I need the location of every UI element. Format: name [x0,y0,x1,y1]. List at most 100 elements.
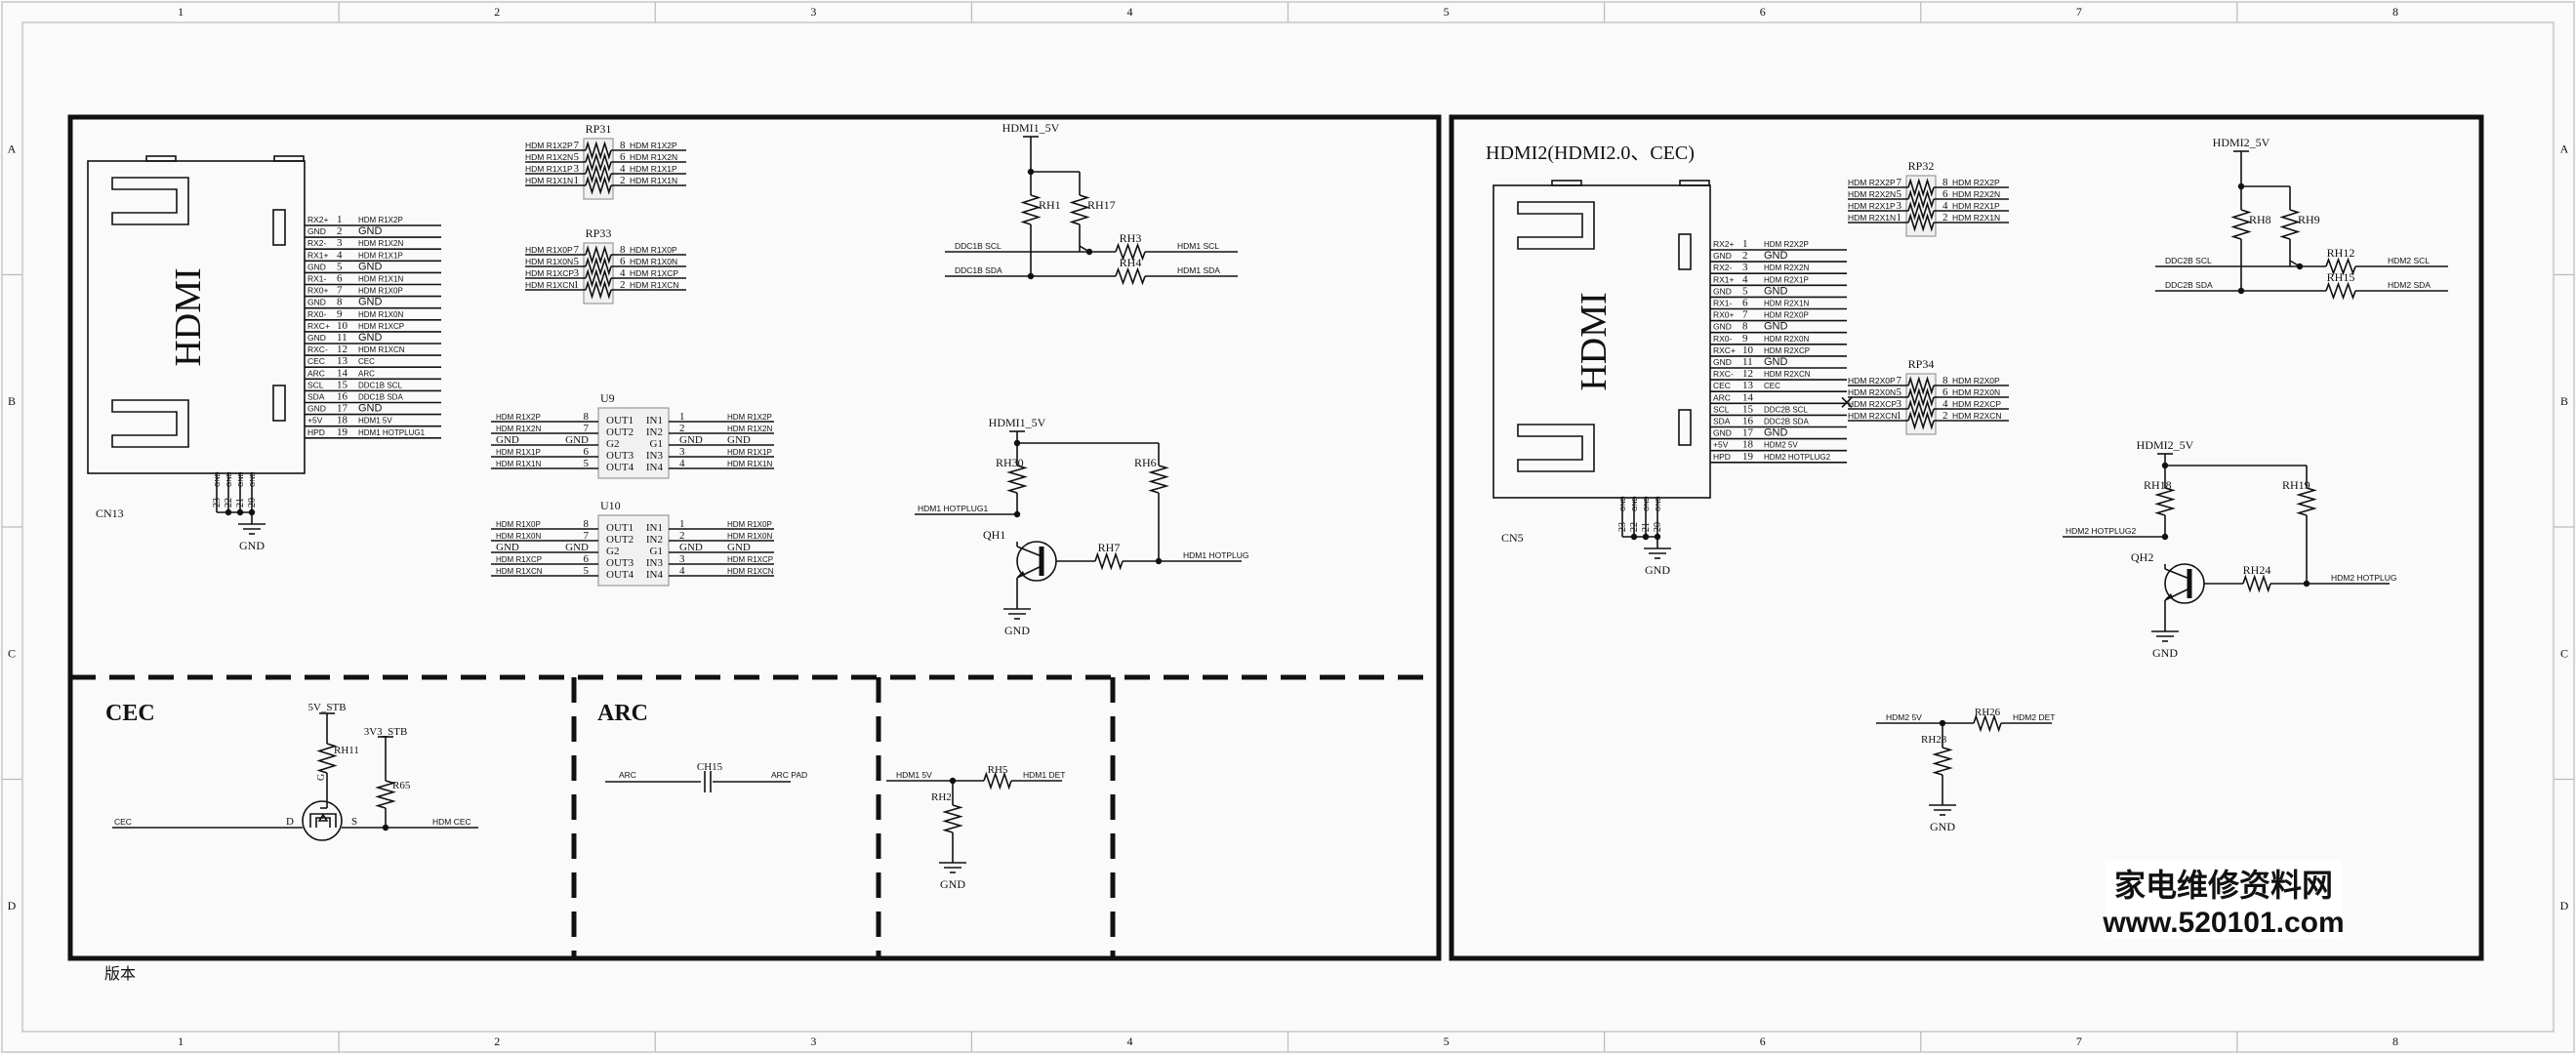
ic-pin: 5 [584,565,590,577]
net-label: HDM R2X2P [1952,178,2000,187]
ref: RH24 [2243,563,2271,577]
pin-number: 5 [337,261,343,272]
net-label: HDM R1XCN [525,280,575,290]
shield-pin-fn: GND [238,471,245,487]
net-label: ARC [1713,392,1731,402]
shield-pin-number: 23 [212,498,223,507]
net-label: HDM R1X2P [630,141,677,150]
pin-net-label: GND [358,261,383,272]
net-label: HDM R2X0N [1848,387,1896,397]
net-label: HDM2 DET [2013,712,2055,722]
wire [2164,568,2190,580]
net-label: HDM R2X2P [1848,178,1896,187]
connector-latch-icon [111,399,189,448]
net-label: HDM2 5V [1886,712,1922,722]
hdmi2-connector-body [1492,184,1711,499]
pin-number: 7 [337,285,343,297]
rp-pin: 4 [620,163,626,175]
row-marker: A [2560,142,2569,155]
connector-ref: CN5 [1501,531,1524,545]
net-label: HDM2 SCL [2388,256,2430,265]
net-label: DDC2B SCL [2165,256,2212,265]
ic-pin-fn: IN2 [646,534,663,546]
net-label: HDM1 SDA [1177,265,1220,275]
pin-number: 10 [1742,345,1754,356]
net-label: DDC2B SDA [2165,280,2213,290]
pin-label: D [286,816,294,828]
version-label: 版本 [104,965,136,983]
ddc2-rail: HDMI2_5V [2213,136,2270,149]
pin-net-label: HDM R1XCP [358,322,404,331]
ref: RH28 [1921,734,1947,746]
ic-net: GND [496,542,519,553]
pin-number: 2 [1742,250,1748,262]
net-label: HDM R1X2P [525,141,573,150]
pin-net-label: HDM R1X2P [358,216,403,224]
shield-pin-fn: GND [215,471,222,487]
net-label: HDM R1X1N [525,176,573,185]
resistor-pack-icon [585,176,612,195]
net-label: HDM2 HOTPLUG [2331,573,2397,583]
ic-pin: 7 [584,423,590,434]
row-marker: D [2560,899,2569,912]
hpd1-rail: HDMI1_5V [989,416,1046,429]
net-label: SDA [1713,417,1731,426]
rp34-ref: RP34 [1908,357,1935,371]
row-marker: B [8,394,16,408]
shield-pin-fn: GND [1656,496,1662,511]
pin-number: 12 [1742,368,1753,380]
ref: RH18 [2144,478,2172,492]
ddc1-rail: HDMI1_5V [1002,121,1060,135]
ic-pin-fn: IN4 [646,569,664,581]
shield-pin-number: 20 [1653,522,1663,532]
pin-number: 9 [337,308,343,320]
pin-number: 16 [337,391,348,403]
pin-number: 19 [337,426,348,438]
ic-pin-fn: OUT4 [606,569,634,581]
net-label: RXC- [307,345,328,354]
resistor-icon [1148,465,1169,494]
pin-net-label: HDM R2X0P [1764,311,1809,320]
column-marker: 4 [1126,1034,1132,1048]
net-label: HDM R2X2N [1848,189,1896,199]
ic-pin: 3 [679,553,685,565]
net-label: HDM R1X0P [525,245,573,255]
resistor-icon [1006,465,1028,494]
pin-number: 5 [1742,285,1748,297]
net-label: HDM R1X0N [525,257,573,266]
ic-pin: 4 [679,565,685,577]
pin-net-label: HDM R2X1P [1764,275,1809,284]
pin-net-label: GND [1764,285,1788,297]
ic-net: HDM R1XCP [496,555,542,564]
pin-net-label: HDM R1X0N [358,310,403,319]
rp31-ref: RP31 [586,122,612,136]
ref: RH30 [996,456,1024,469]
resistor-icon [1094,551,1124,571]
net-label: RX2+ [1713,239,1735,249]
gnd-label: GND [2152,646,2178,660]
ic-net: GND [727,542,751,553]
wire [1079,245,1090,253]
net-label: RXC- [1713,369,1734,379]
ic-net: HDM R1XCN [496,567,543,576]
net-label: GND [1713,357,1732,367]
pin-number: 3 [337,237,343,249]
shield-pin-number: 23 [1617,522,1628,532]
ic-pin-fn: OUT2 [606,534,634,546]
rp-pin: 4 [1942,200,1948,212]
pin-net-label: HDM R1X0P [358,287,403,296]
shield-pin-number: 20 [247,498,258,507]
pin-net-label: HDM R2X2N [1764,264,1809,272]
connector-tab [1679,180,1710,186]
pin-number: 10 [337,320,348,332]
net-label: CEC [1713,381,1731,390]
ic-pin-fn: OUT1 [606,522,634,534]
cec-section-title: CEC [105,701,155,726]
pin-number: 17 [1742,427,1754,439]
resistor-pack-icon [585,280,612,300]
net-label: HDM R1X1P [525,164,573,174]
pin-number: 11 [1742,356,1753,368]
net-label: HDM R2X1N [1952,213,2000,223]
pin-number: 3 [1742,262,1748,273]
pin-net-label: GND [358,225,383,237]
